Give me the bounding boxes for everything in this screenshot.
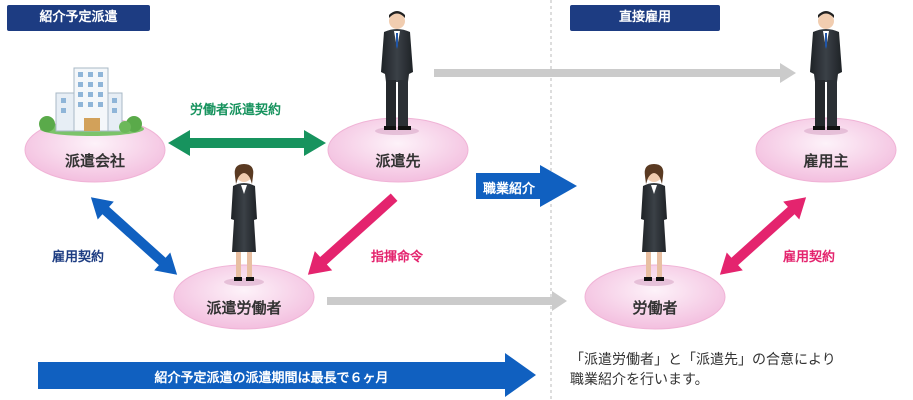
- office-building-icon: [39, 67, 144, 136]
- node-label-employer: 雇用主: [803, 152, 849, 170]
- node-ellipse-worker: [584, 264, 726, 330]
- businessman-client-figure: [375, 11, 419, 135]
- section-badge-left: 紹介予定派遣: [7, 5, 150, 31]
- period-label: 紹介予定派遣の派遣期間は最長で６ヶ月: [154, 371, 389, 386]
- node-ellipse-dispatched-worker: [173, 264, 315, 330]
- node-label-dispatched-worker: 派遣労働者: [206, 299, 282, 317]
- businessman-employer-figure: [804, 11, 848, 135]
- job-referral-label: 職業紹介: [482, 182, 535, 197]
- gray-arrow-client-to-employer: [434, 63, 796, 83]
- command-arrow: [307, 193, 398, 275]
- gray-arrow-worker-transition: [327, 291, 567, 311]
- employment-contract-arrow-right: [719, 197, 807, 275]
- section-badge-right: 直接雇用: [570, 5, 720, 31]
- job-referral-arrow: [476, 165, 577, 207]
- edge-label-employment-contract-left: 雇用契約: [52, 250, 105, 265]
- businesswoman-worker-figure: [634, 164, 674, 286]
- edge-label-employment-contract-right: 雇用契約: [783, 250, 836, 265]
- node-label-dispatch-company: 派遣会社: [64, 152, 125, 170]
- agreement-note: 「派遣労働者」と「派遣先」の合意により 職業紹介を行います。: [570, 350, 900, 390]
- dispatch-contract-arrow: [168, 130, 326, 156]
- edge-label-dispatch-contract: 労働者派遣契約: [190, 103, 282, 118]
- node-label-client: 派遣先: [375, 152, 421, 170]
- businesswoman-dispatched-figure: [224, 164, 264, 286]
- period-arrow: [38, 353, 536, 397]
- node-label-worker: 労働者: [632, 299, 678, 317]
- agreement-note-line-2: 職業紹介を行います。: [570, 372, 709, 388]
- node-ellipse-employer: [755, 117, 897, 183]
- agreement-note-line-1: 「派遣労働者」と「派遣先」の合意により: [570, 352, 836, 368]
- edge-label-command: 指揮命令: [371, 250, 424, 265]
- employment-contract-arrow-left: [90, 197, 178, 275]
